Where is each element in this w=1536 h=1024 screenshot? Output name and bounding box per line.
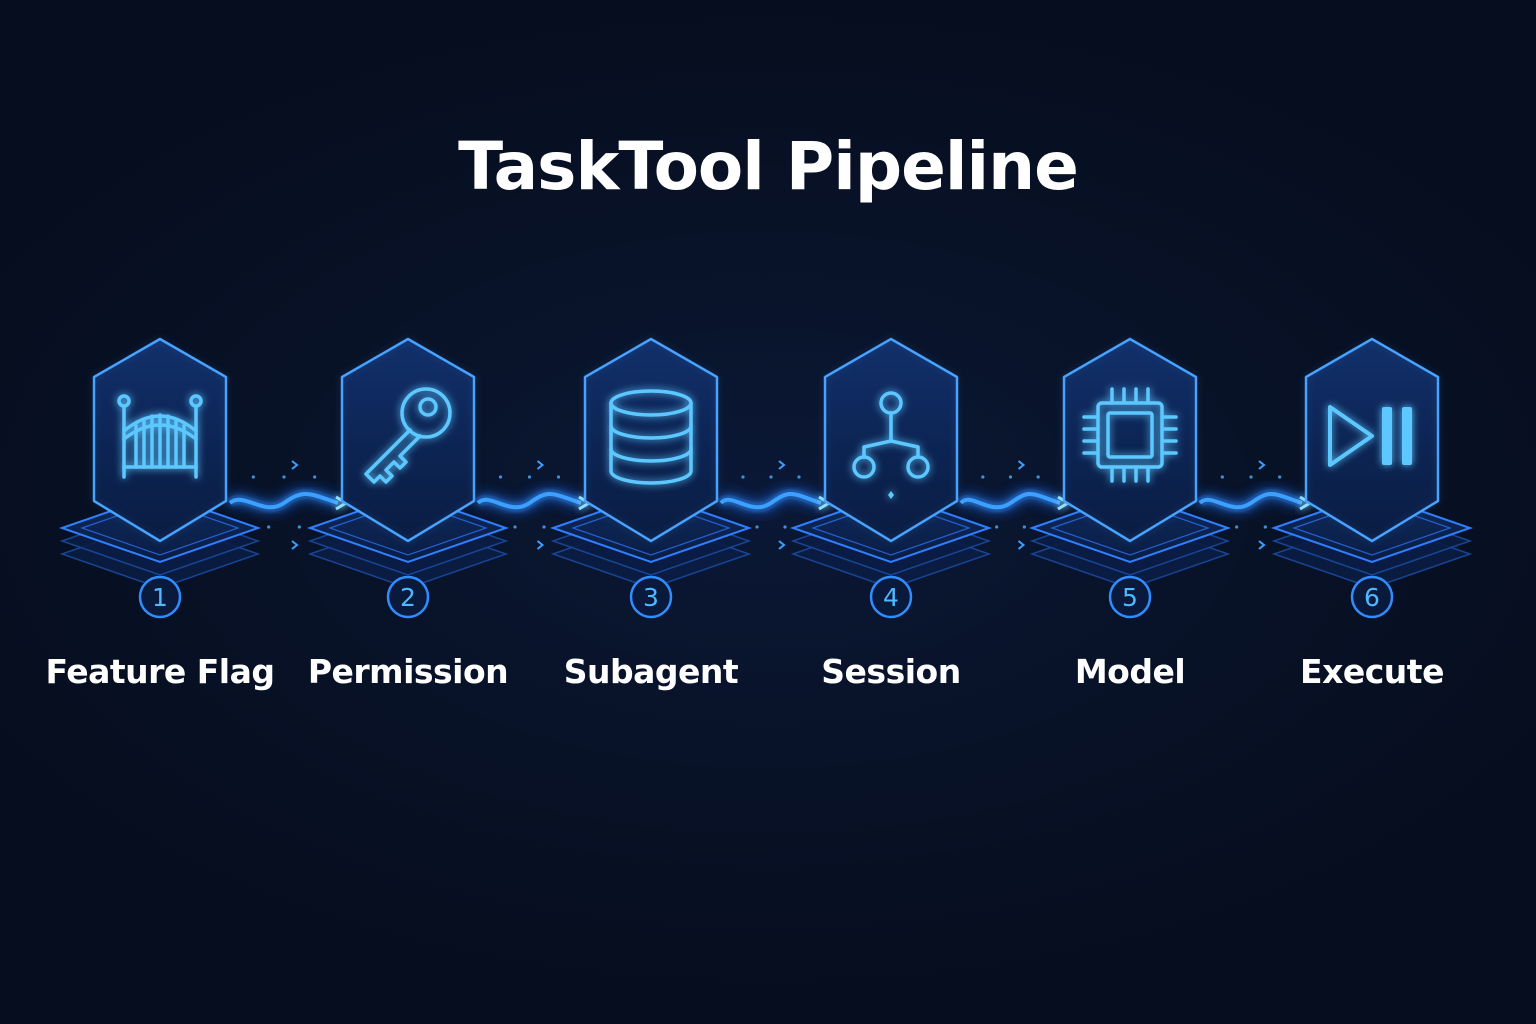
step-number: 5 bbox=[1122, 583, 1138, 612]
page-title: TaskTool Pipeline bbox=[458, 128, 1079, 205]
key-icon bbox=[364, 387, 452, 484]
step-number-badge: 6 bbox=[1350, 575, 1394, 619]
connector-2-3 bbox=[474, 460, 592, 550]
step-label: Subagent bbox=[563, 652, 739, 691]
step-number-badge: 3 bbox=[629, 575, 673, 619]
step-number: 6 bbox=[1364, 583, 1380, 612]
play-pause-icon bbox=[1328, 405, 1412, 467]
step-6: 6 bbox=[1270, 337, 1474, 619]
steps-layer: 1 2 3 4 5 6 bbox=[58, 337, 1474, 619]
branch-icon bbox=[852, 391, 930, 499]
step-label: Session bbox=[821, 652, 961, 691]
step-label: Feature Flag bbox=[45, 652, 275, 691]
step-1: 1 bbox=[58, 337, 262, 619]
step-tile bbox=[583, 337, 719, 543]
step-label: Execute bbox=[1300, 652, 1444, 691]
step-number: 3 bbox=[643, 583, 659, 612]
step-number-badge: 2 bbox=[386, 575, 430, 619]
step-number: 4 bbox=[883, 583, 899, 612]
connector-5-6 bbox=[1196, 460, 1313, 550]
step-5: 5 bbox=[1028, 337, 1232, 619]
step-number: 1 bbox=[152, 583, 168, 612]
step-number-badge: 5 bbox=[1108, 575, 1152, 619]
step-tile bbox=[340, 337, 476, 543]
gate-icon bbox=[117, 394, 203, 479]
step-4: 4 bbox=[789, 337, 993, 619]
step-label: Permission bbox=[307, 652, 509, 691]
step-2: 2 bbox=[306, 337, 510, 619]
step-tile bbox=[1304, 337, 1440, 543]
step-3: 3 bbox=[549, 337, 753, 619]
step-label: Model bbox=[1074, 652, 1186, 691]
database-icon bbox=[609, 389, 693, 485]
step-number-badge: 1 bbox=[138, 575, 182, 619]
chip-icon bbox=[1082, 387, 1178, 483]
step-number-badge: 4 bbox=[869, 575, 913, 619]
step-number: 2 bbox=[400, 583, 416, 612]
